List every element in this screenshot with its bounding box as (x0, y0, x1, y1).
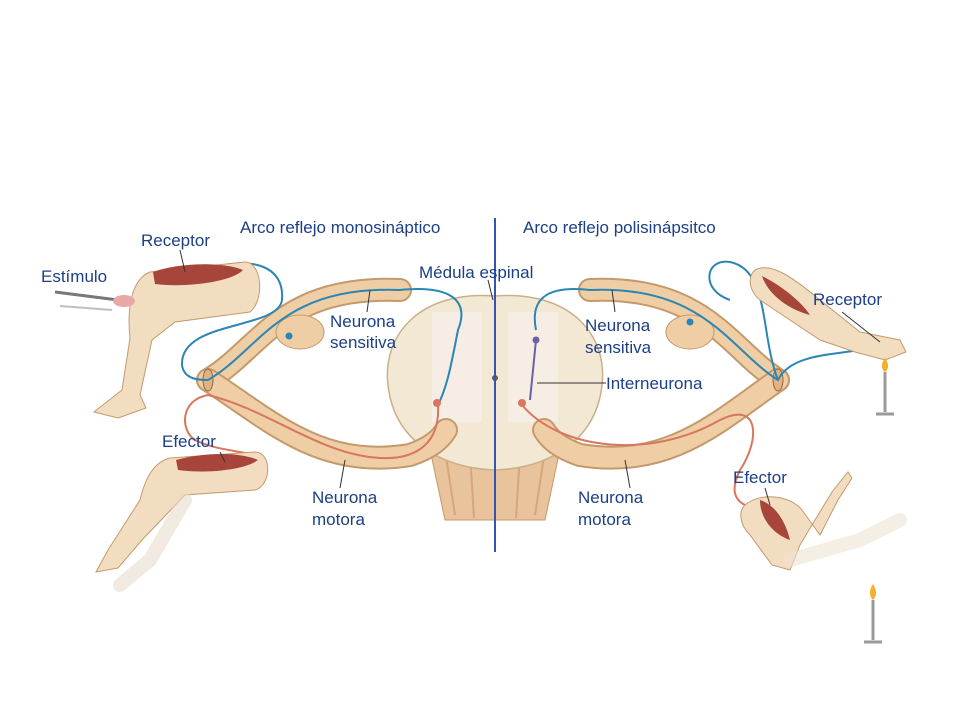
neuron-fibers (180, 260, 861, 506)
left-motor-fiber (184, 393, 440, 460)
flexor-muscle (176, 454, 258, 472)
leader-lines (179, 249, 881, 506)
leader-motor-right (624, 459, 631, 489)
right-sensory-loop (708, 260, 779, 381)
leg-shape-lower (95, 451, 269, 573)
right-dorsal-ganglion (665, 314, 715, 350)
leader-effector-right (764, 487, 771, 506)
left-leg-lower (95, 451, 269, 592)
reflex-hammer-motion-lines (59, 305, 113, 311)
leader-receptor-right (841, 311, 881, 343)
leg-kick-ghost (113, 493, 192, 592)
leader-sensory-right (611, 289, 616, 313)
left-motor-cell-body (433, 399, 441, 407)
arm-muscle-upper (762, 276, 810, 315)
label-sensory-left-1: Neurona (330, 312, 396, 331)
left-dorsal-ganglion (275, 314, 325, 350)
arm-muscle-lower (760, 500, 790, 540)
label-motor-right-1: Neurona (578, 488, 644, 507)
right-motor-cell-body (518, 399, 526, 407)
label-effector-left: Efector (162, 432, 216, 451)
leader-spinal-cord (487, 279, 494, 301)
right-ventral-root (534, 370, 788, 468)
label-sensory-left-2: sensitiva (330, 333, 397, 352)
reflex-hammer-handle (54, 290, 119, 302)
candle-upper (876, 372, 894, 416)
labels: Arco reflejo monosináptico Arco reflejo … (41, 218, 882, 529)
left-leg-upper (54, 261, 261, 419)
arm-withdraw-ghost (783, 513, 907, 567)
label-motor-left-1: Neurona (312, 488, 378, 507)
label-motor-left-2: motora (312, 510, 365, 529)
flame-lower (869, 584, 877, 600)
leader-sensory-left (366, 289, 371, 313)
arm-shape-upper (749, 267, 907, 361)
label-effector-right: Efector (733, 468, 787, 487)
label-sensory-right-2: sensitiva (585, 338, 652, 357)
label-stimulus: Estímulo (41, 267, 107, 286)
title-monosynaptic: Arco reflejo monosináptico (240, 218, 440, 237)
left-ventral-root (198, 370, 456, 468)
label-interneuron: Interneurona (606, 374, 703, 393)
left-sensory-cell-body (285, 332, 293, 340)
spinal-cord-rootlets (444, 449, 546, 519)
right-motor-fiber (521, 404, 754, 506)
interneuron-fiber (529, 339, 537, 401)
arm-shape-lower (740, 471, 853, 571)
right-sensory-cell-body (686, 318, 694, 326)
interneuron-cell-body (532, 336, 540, 344)
reflex-hammer-head (113, 295, 135, 307)
leader-receptor-left (179, 249, 186, 273)
quadriceps-muscle (153, 264, 243, 286)
right-sensory-fiber (533, 288, 861, 382)
label-spinal-cord: Médula espinal (419, 263, 533, 282)
right-arm-lower (740, 471, 907, 644)
label-receptor-right: Receptor (813, 290, 882, 309)
leader-motor-left (339, 459, 346, 489)
right-arm-upper (749, 267, 907, 416)
label-receptor-left: Receptor (141, 231, 210, 250)
label-motor-right-2: motora (578, 510, 631, 529)
leader-effector-left (219, 451, 226, 463)
leg-shape-upper (92, 261, 261, 419)
left-sensory-fiber (180, 262, 463, 406)
candle-lower (864, 600, 882, 644)
label-sensory-right-1: Neurona (585, 316, 651, 335)
title-polysynaptic: Arco reflejo polisinápsitco (523, 218, 716, 237)
flame-upper (881, 358, 889, 372)
